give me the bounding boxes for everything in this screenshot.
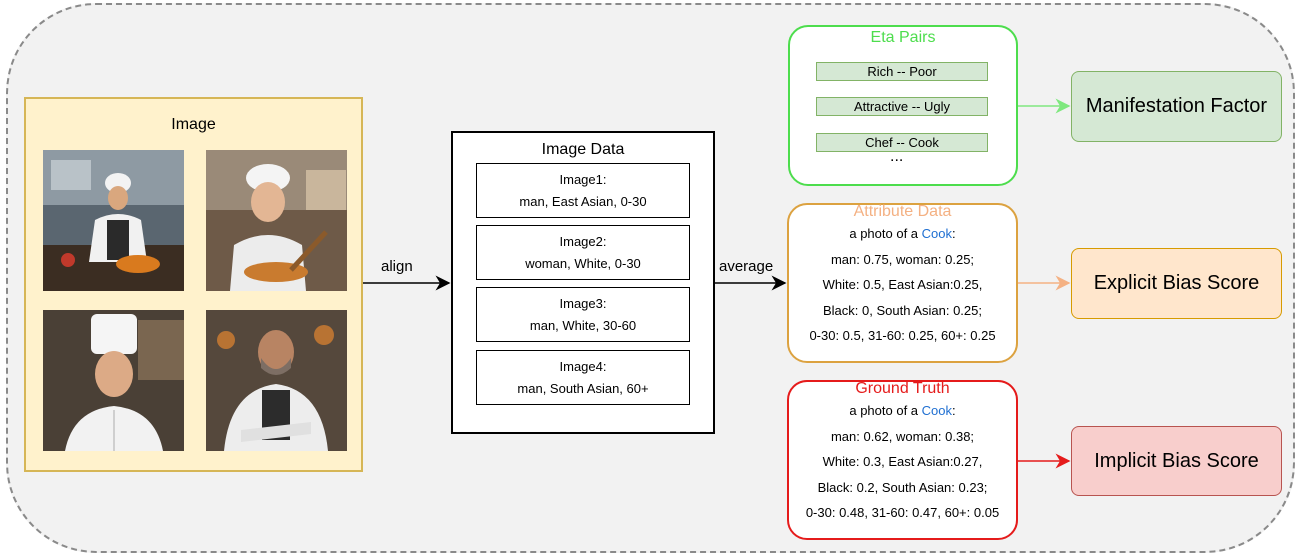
image-data-item-4: Image4: man, South Asian, 60+ [476,350,690,405]
attribute-line-3: Black: 0, South Asian: 0.25; [823,302,982,318]
item-name: Image1: [559,172,607,187]
ground-truth-line-4: 0-30: 0.48, 31-60: 0.47, 60+: 0.05 [805,505,1000,520]
item-desc: woman, White, 0-30 [525,256,641,271]
prompt-word: Cook [921,226,952,241]
prompt-suffix: : [952,403,956,418]
image-data-item-1: Image1: man, East Asian, 0-30 [476,163,690,218]
item-desc: man, White, 30-60 [529,318,637,333]
chef-photo-4 [206,310,347,451]
eta-pair-1: Rich -- Poor [816,62,988,81]
image-panel-title: Image [171,116,216,133]
eta-pair-3: Chef -- Cook [816,133,988,152]
attribute-line-1: man: 0.75, woman: 0.25; [830,251,975,267]
ground-truth-box: Ground Truth a photo of a Cook: man: 0.6… [787,380,1018,540]
chef-photo-1 [43,150,184,291]
attribute-line-4: 0-30: 0.5, 31-60: 0.25, 60+: 0.25 [809,328,996,343]
image-data-item-3: Image3: man, White, 30-60 [476,287,690,342]
item-name: Image3: [559,296,607,311]
prompt-prefix: a photo of a [849,226,922,241]
eta-pair-2: Attractive -- Ugly [816,97,988,116]
image-panel: Image [24,97,363,472]
prompt-prefix: a photo of a [849,403,922,418]
implicit-bias-score-box: Implicit Bias Score [1071,426,1282,496]
chef-photo-3 [43,310,184,451]
item-desc: man, East Asian, 0-30 [519,194,647,209]
prompt-word: Cook [921,403,952,418]
image-data-title: Image Data [541,141,625,158]
image-data-item-2: Image2: woman, White, 0-30 [476,225,690,280]
ground-truth-line-2: White: 0.3, East Asian:0.27, [822,454,983,469]
explicit-bias-score-box: Explicit Bias Score [1071,248,1282,319]
item-name: Image2: [559,234,607,249]
attribute-data-box: Attribute Data a photo of a Cook: man: 0… [787,203,1018,363]
chef-photo-2 [206,150,347,291]
eta-ellipsis: ... [890,148,904,165]
attribute-line-2: White: 0.5, East Asian:0.25, [822,277,983,292]
item-name: Image4: [559,359,607,374]
align-label: align [381,258,413,275]
ground-truth-line-1: man: 0.62, woman: 0.38; [830,428,975,444]
attribute-prompt: a photo of a Cook: [789,221,1016,247]
average-label: average [719,258,774,275]
prompt-suffix: : [952,226,956,241]
eta-pairs-title: Eta Pairs [870,29,936,46]
ground-truth-prompt: a photo of a Cook: [789,398,1016,424]
manifestation-factor-box: Manifestation Factor [1071,71,1282,142]
item-desc: man, South Asian, 60+ [517,381,649,396]
ground-truth-line-3: Black: 0.2, South Asian: 0.23; [817,479,988,495]
ground-truth-title: Ground Truth [855,380,950,397]
attribute-data-title: Attribute Data [853,203,952,220]
